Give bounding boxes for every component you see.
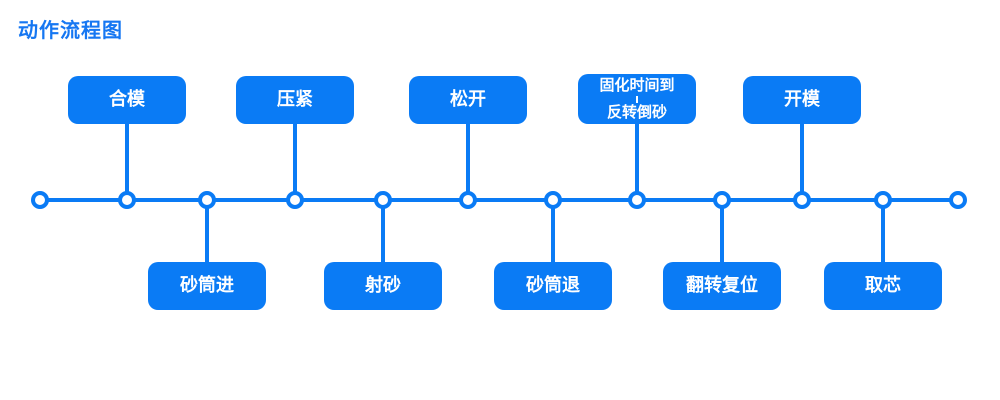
timeline-node	[793, 191, 811, 209]
connector-line	[205, 200, 209, 262]
connector-line	[881, 200, 885, 262]
label-separator	[636, 95, 638, 103]
timeline-node	[949, 191, 967, 209]
step-box: 砂筒进	[148, 262, 266, 310]
timeline-axis	[40, 198, 958, 202]
step-label: 砂筒退	[526, 274, 580, 296]
timeline-node	[118, 191, 136, 209]
step-sublabel: 反转倒砂	[606, 102, 667, 121]
step-label: 砂筒进	[180, 274, 234, 296]
connector-line	[466, 124, 470, 200]
connector-line	[293, 124, 297, 200]
timeline-node	[31, 191, 49, 209]
connector-line	[720, 200, 724, 262]
step-label: 翻转复位	[686, 274, 758, 296]
timeline-node	[198, 191, 216, 209]
step-box: 取芯	[824, 262, 942, 310]
connector-line	[800, 124, 804, 200]
connector-line	[551, 200, 555, 262]
timeline-node	[286, 191, 304, 209]
step-label: 射砂	[365, 274, 401, 296]
timeline-node	[374, 191, 392, 209]
step-box: 射砂	[324, 262, 442, 310]
page-title: 动作流程图	[18, 18, 123, 42]
timeline-node	[713, 191, 731, 209]
step-label: 固化时间到	[599, 75, 675, 94]
connector-line	[635, 124, 639, 200]
step-label: 压紧	[277, 88, 313, 110]
step-label: 松开	[450, 88, 486, 110]
timeline-node	[459, 191, 477, 209]
timeline-node	[628, 191, 646, 209]
step-box: 压紧	[236, 76, 354, 124]
connector-line	[125, 124, 129, 200]
step-label: 合模	[109, 88, 145, 110]
step-label: 开模	[784, 88, 820, 110]
step-box: 开模	[743, 76, 861, 124]
step-box: 固化时间到反转倒砂	[578, 74, 696, 124]
step-box: 合模	[68, 76, 186, 124]
step-box: 松开	[409, 76, 527, 124]
step-box: 砂筒退	[494, 262, 612, 310]
timeline-node	[544, 191, 562, 209]
step-label: 取芯	[865, 274, 901, 296]
step-box: 翻转复位	[663, 262, 781, 310]
timeline-node	[874, 191, 892, 209]
connector-line	[381, 200, 385, 262]
